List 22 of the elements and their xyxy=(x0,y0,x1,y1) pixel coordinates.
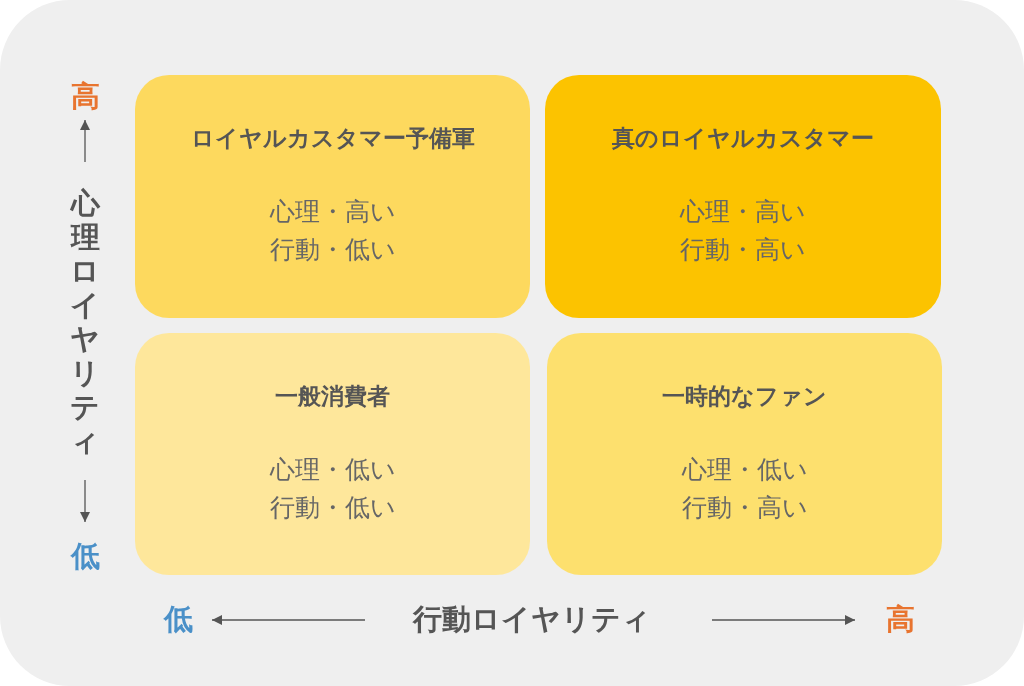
axis-title: 心理ロイヤリティ xyxy=(69,186,101,458)
quadrant-title: 一時的なファン xyxy=(661,382,828,411)
quadrant-text: 行動・高い xyxy=(679,234,807,266)
axis-high-label: 高 xyxy=(885,601,915,638)
quadrant-text: 行動・低い xyxy=(268,492,397,524)
quadrant-text: 心理・高い xyxy=(678,196,807,228)
axis-high-label: 高 xyxy=(70,78,100,115)
quadrant-text: 心理・低い xyxy=(680,454,809,486)
axis-low-label: 低 xyxy=(70,538,100,575)
quadrant-box xyxy=(135,333,530,575)
quadrant-text: 心理・低い xyxy=(268,454,397,486)
quadrant-title: ロイヤルカスタマー予備軍 xyxy=(189,124,476,153)
quadrant-text: 心理・高い xyxy=(268,196,397,228)
quadrant-title: 一般消費者 xyxy=(274,382,391,411)
quadrant-text: 行動・低い xyxy=(268,234,397,266)
axis-title: 行動ロイヤリティ xyxy=(413,601,651,638)
quadrant-box xyxy=(547,333,942,575)
quadrant-text: 行動・高い xyxy=(680,492,809,524)
quadrant-box xyxy=(135,75,530,318)
quadrant-title: 真のロイヤルカスタマー xyxy=(611,124,875,153)
axis-low-label: 低 xyxy=(163,601,193,638)
quadrant-box xyxy=(545,75,941,318)
